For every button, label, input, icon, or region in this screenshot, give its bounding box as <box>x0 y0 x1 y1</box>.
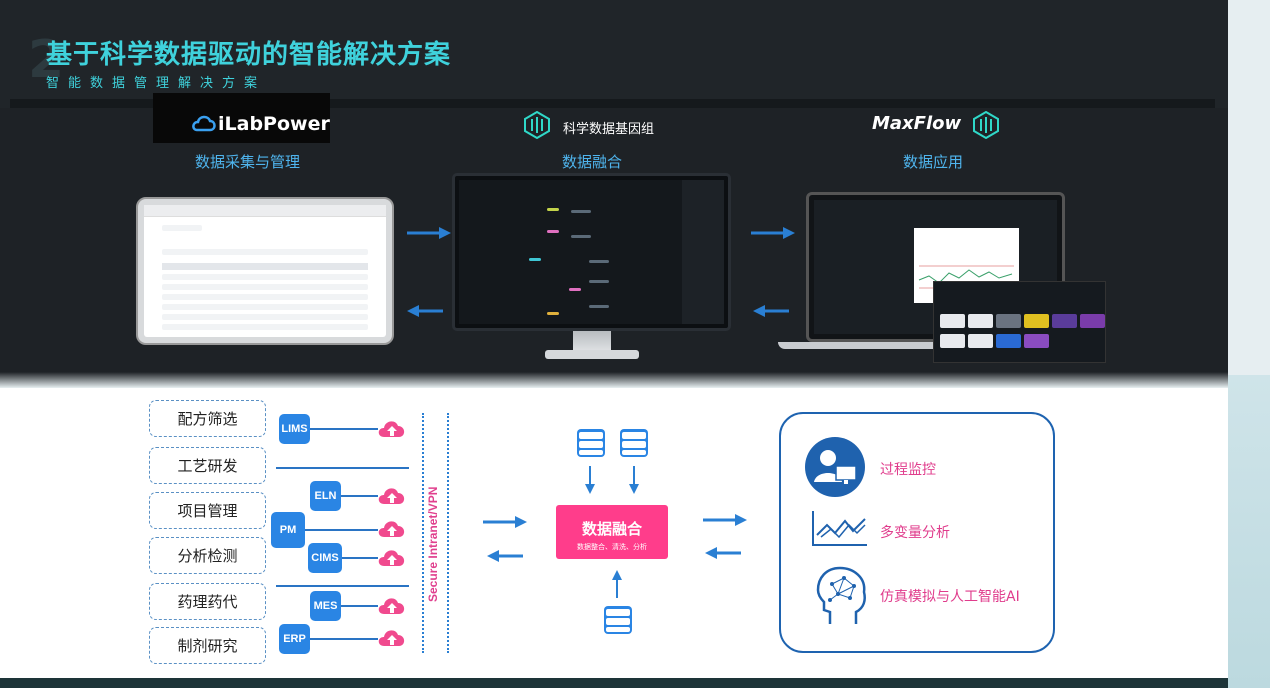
source-item: 制剂研究 <box>149 627 266 664</box>
gene-logo-icon <box>524 111 550 139</box>
maxflow-hex-icon <box>973 111 999 139</box>
page-title: 基于科学数据驱动的智能解决方案 <box>46 40 452 70</box>
maxflow-logo-text: MaxFlow <box>872 113 962 134</box>
connector-line <box>342 557 378 559</box>
connector-line <box>310 428 378 430</box>
arrow-right-icon <box>751 227 795 239</box>
title-bar <box>0 0 1228 108</box>
arrow-right-icon <box>483 516 527 528</box>
database-icon <box>620 429 648 457</box>
source-item: 药理药代 <box>149 583 266 620</box>
cloud-upload-icon <box>378 521 405 537</box>
right-edge-teal <box>1228 375 1270 688</box>
source-item: 配方筛选 <box>149 400 266 437</box>
tablet-screen <box>144 205 386 337</box>
connector-line <box>276 467 409 469</box>
source-item: 工艺研发 <box>149 447 266 484</box>
cloud-upload-icon <box>378 630 405 646</box>
connector-line <box>310 638 378 640</box>
database-icon <box>604 606 632 634</box>
data-fusion-subtitle: 数据整合、清洗、分析 <box>577 543 647 551</box>
connector-line <box>341 605 378 607</box>
application-label-multivariate: 多变量分析 <box>880 525 950 541</box>
section-label-collect: 数据采集与管理 <box>195 153 301 171</box>
application-panel <box>779 412 1055 653</box>
cloud-upload-icon <box>378 598 405 614</box>
source-item: 项目管理 <box>149 492 266 529</box>
gene-logo-text: 科学数据基因组 <box>563 122 655 137</box>
process-monitor-icon <box>805 437 865 497</box>
connector-line <box>341 495 378 497</box>
application-label-monitor: 过程监控 <box>880 462 936 478</box>
vpn-label: Secure Intranet/VPN <box>426 486 440 602</box>
data-fusion-title: 数据融合 <box>581 520 642 538</box>
monitor-screen <box>459 180 724 324</box>
monitor-mockup <box>452 173 731 331</box>
multivariate-chart-icon <box>812 511 867 546</box>
database-icon <box>577 429 605 457</box>
system-badge-lims: LIMS <box>279 414 310 444</box>
vpn-dotted-line <box>422 413 424 653</box>
section-label-fusion: 数据融合 <box>562 153 623 171</box>
system-badge-mes: MES <box>310 591 341 621</box>
right-edge-strip <box>1228 0 1270 688</box>
cloud-upload-icon <box>378 550 405 566</box>
connector-line <box>305 529 378 531</box>
arrow-left-icon <box>753 305 789 317</box>
arrow-up-icon <box>612 570 622 598</box>
app-gallery-window <box>933 281 1106 363</box>
arrow-left-icon <box>705 547 741 559</box>
system-badge-erp: ERP <box>279 624 310 654</box>
ai-brain-head-icon <box>816 566 866 624</box>
arrow-down-icon <box>629 466 639 494</box>
cloud-upload-icon <box>378 421 405 437</box>
arrow-left-icon <box>487 550 523 562</box>
arrow-left-icon <box>407 305 443 317</box>
ilabpower-cloud-icon <box>192 115 216 132</box>
cloud-upload-icon <box>378 488 405 504</box>
monitor-stand-base <box>545 350 639 359</box>
title-ghost-numeral: 2 <box>28 30 65 90</box>
system-badge-pm: PM <box>271 512 305 548</box>
system-badge-eln: ELN <box>310 481 341 511</box>
ilabpower-logo-box <box>153 93 330 143</box>
system-badge-cims: CIMS <box>308 543 342 573</box>
page-subtitle: 智能数据管理解决方案 <box>46 76 267 91</box>
arrow-down-icon <box>585 466 595 494</box>
arrow-right-icon <box>407 227 451 239</box>
data-fusion-box: 数据融合 数据整合、清洗、分析 <box>556 505 668 559</box>
tablet-mockup <box>136 197 394 345</box>
source-item: 分析检测 <box>149 537 266 574</box>
application-label-ai: 仿真模拟与人工智能AI <box>880 589 1020 605</box>
bottom-band <box>0 678 1228 688</box>
vpn-dotted-line <box>447 413 449 653</box>
dark-fade <box>0 372 1228 388</box>
monitor-stand-neck <box>573 331 611 353</box>
connector-line <box>276 585 409 587</box>
arrow-right-icon <box>703 514 747 526</box>
title-divider <box>10 99 1215 108</box>
ilabpower-logo-text: iLabPower <box>218 113 330 135</box>
section-label-application: 数据应用 <box>903 153 964 171</box>
